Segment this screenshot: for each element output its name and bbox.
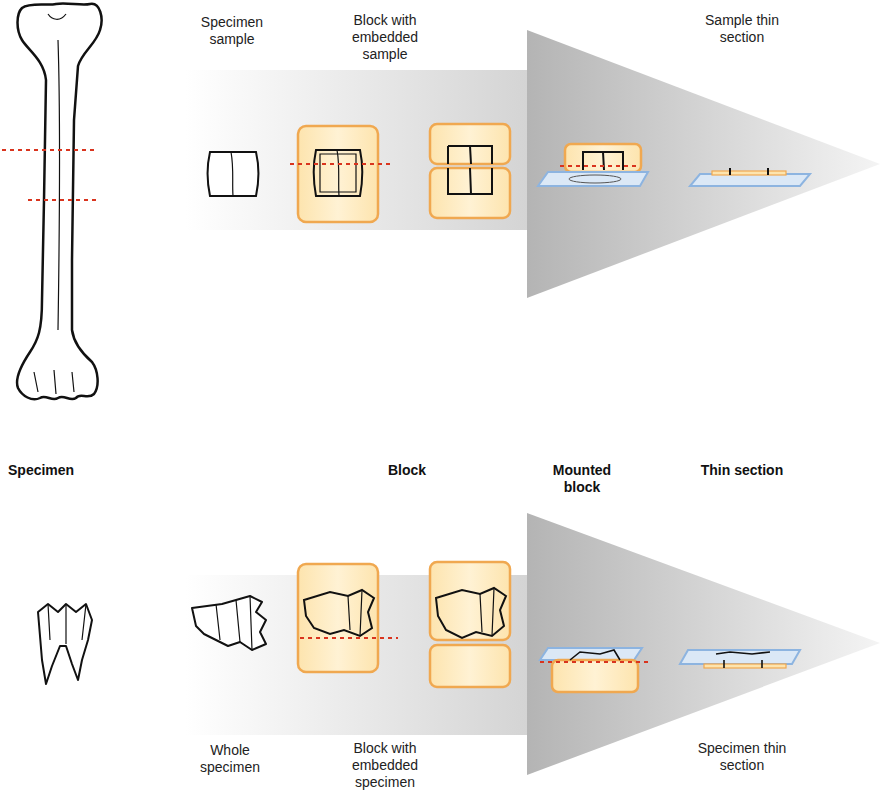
stage-heading: Mounted block xyxy=(543,462,621,496)
split-block xyxy=(430,124,510,218)
step-label: Sample thin section xyxy=(696,12,788,46)
process-arrow xyxy=(185,30,880,298)
stage-heading: Specimen xyxy=(8,462,128,479)
mounted-block xyxy=(538,144,648,186)
split-block xyxy=(430,562,510,687)
step-label: Block with embedded sample xyxy=(344,12,426,63)
step-label: Whole specimen xyxy=(191,742,269,776)
embedding-block xyxy=(290,126,392,222)
sample-drawing xyxy=(208,152,259,196)
specimen-drawing xyxy=(192,596,266,650)
embedding-block xyxy=(298,564,398,672)
stage-heading: Thin section xyxy=(682,462,802,479)
step-label: Specimen thin section xyxy=(696,740,788,774)
thin-section xyxy=(680,650,800,668)
tooth-drawing xyxy=(38,604,92,684)
thin-section xyxy=(690,168,810,186)
mounted-block xyxy=(540,648,648,692)
bone-drawing xyxy=(17,3,102,399)
process-arrow xyxy=(185,513,880,775)
step-label: Specimen sample xyxy=(193,14,271,48)
stage-heading: Block xyxy=(357,462,457,479)
step-label: Block with embedded specimen xyxy=(344,740,426,791)
cut-line xyxy=(2,150,98,200)
